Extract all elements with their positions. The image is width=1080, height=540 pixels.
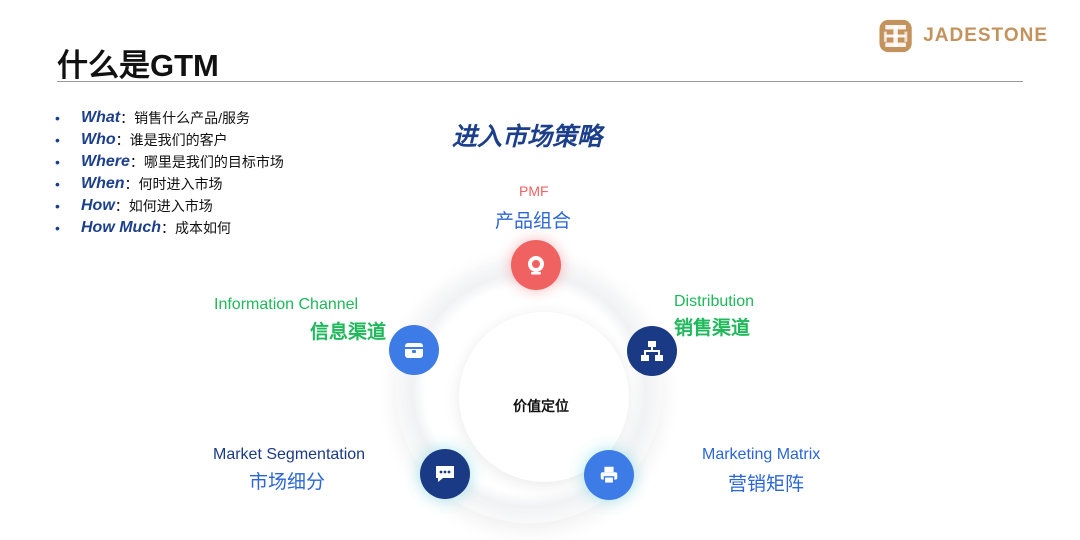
marketing-label-en: Marketing Matrix (702, 446, 821, 463)
chat-icon (436, 466, 454, 482)
bullet-text: ：销售什么产品/服务 (120, 110, 250, 126)
market-segmentation-node[interactable] (420, 449, 470, 499)
bullet-icon: • (55, 110, 60, 126)
information-label-zh: 信息渠道 (310, 322, 387, 343)
list-item: • How Much：成本如何 (55, 217, 284, 239)
bullet-icon: • (55, 176, 60, 192)
bullet-text: ：谁是我们的客户 (115, 132, 228, 148)
information-channel-node[interactable] (389, 325, 439, 375)
distribution-label-en: Distribution (674, 293, 755, 310)
bullet-keyword: What (81, 109, 121, 126)
bullet-keyword: Who (81, 131, 116, 148)
jadestone-logo: JADESTONE (878, 12, 1048, 60)
gtm-question-list: • What：销售什么产品/服务 • Who：谁是我们的客户 • Where：哪里是我… (55, 107, 284, 239)
camera-icon (528, 256, 544, 275)
marketing-label-zh: 营销矩阵 (728, 474, 805, 495)
bullet-keyword: When (81, 175, 125, 192)
list-item: • When：何时进入市场 (55, 173, 284, 195)
title-divider (57, 81, 1023, 82)
logo-emblem-icon (879, 19, 912, 53)
segmentation-label-zh: 市场细分 (249, 472, 326, 493)
pmf-label-zh: 产品组合 (495, 211, 572, 232)
bullet-keyword: How Much (81, 219, 161, 236)
bullet-text: ：成本如何 (161, 220, 231, 236)
bullet-icon: • (55, 132, 60, 148)
bullet-icon: • (55, 154, 60, 170)
value-proposition-label: 价值定位 (513, 398, 569, 414)
segmentation-label-en: Market Segmentation (213, 446, 366, 463)
list-item: • What：销售什么产品/服务 (55, 107, 284, 129)
bullet-icon: • (55, 198, 60, 214)
wallet-icon (405, 343, 423, 358)
bullet-icon: • (55, 220, 60, 236)
printer-icon (600, 466, 618, 484)
distribution-node[interactable] (627, 326, 677, 376)
slide-title: 什么是GTM (57, 48, 219, 83)
list-item: • Where：哪里是我们的目标市场 (55, 151, 284, 173)
distribution-label-zh: 销售渠道 (674, 318, 751, 339)
list-item: • How：如何进入市场 (55, 195, 284, 217)
sitemap-icon (641, 341, 663, 361)
bullet-keyword: Where (81, 153, 130, 170)
marketing-matrix-node[interactable] (584, 450, 634, 500)
bullet-text: ：哪里是我们的目标市场 (129, 154, 284, 170)
pmf-node[interactable] (511, 240, 561, 290)
bullet-text: ：如何进入市场 (114, 198, 213, 214)
strategy-heading: 进入市场策略 (452, 123, 603, 151)
list-item: • Who：谁是我们的客户 (55, 129, 284, 151)
pmf-label-en: PMF (519, 183, 549, 199)
logo-wordmark: JADESTONE (923, 25, 1048, 46)
bullet-text: ：何时进入市场 (124, 176, 223, 192)
information-label-en: Information Channel (214, 296, 359, 313)
bullet-keyword: How (81, 197, 115, 214)
